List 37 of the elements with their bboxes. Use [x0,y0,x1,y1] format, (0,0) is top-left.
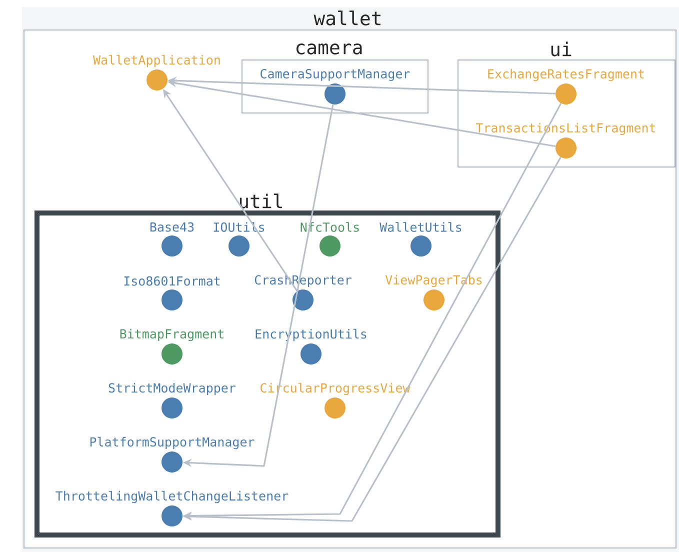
node-label: camera [296,44,362,54]
node-label: WalletApplication [93,54,220,68]
class-node: TransactionsListFragment [476,122,656,158]
node-label: ExchangeRatesFragment [488,68,644,82]
class-node: ThrottelingWalletChangeListener [56,490,288,526]
node-label: PlatformSupportManager [90,436,254,450]
class-node: WalletUtils [380,222,462,256]
class-node: ExchangeRatesFragment [488,68,644,104]
node-label: WalletUtils [380,222,462,232]
node-label: ViewPagerTabs [385,274,482,288]
class-node: WalletApplication [93,54,220,90]
node-label: util [240,194,282,208]
class-node: BitmapFragment [120,328,224,364]
node-label: ui [551,42,572,56]
node-label: CircularProgressView [260,382,410,396]
class-node: CrashReporter [254,274,352,310]
node-label: IOUtils [214,222,264,232]
node-label: EncryptionUtils [256,328,366,342]
node-label: BitmapFragment [120,328,224,342]
class-node: ViewPagerTabs [385,274,482,310]
node-label: CameraSupportManager [260,69,410,81]
class-node: StrictModeWrapper [108,382,236,418]
node-label: StrictModeWrapper [108,382,236,396]
class-node: NfcTools [300,222,359,256]
class-node: IOUtils [214,222,264,256]
node-label: Base43 [150,222,194,232]
node-label: CrashReporter [254,274,352,288]
node-label: NfcTools [300,222,359,232]
class-node: Base43 [150,222,194,256]
node-label: TransactionsListFragment [476,122,656,136]
node-label: Iso8601Format [124,276,220,286]
node-label: ThrottelingWalletChangeListener [56,490,288,504]
class-node: PlatformSupportManager [90,436,254,472]
class-node: EncryptionUtils [256,328,366,364]
class-node: CameraSupportManager [260,69,410,104]
class-node: CircularProgressView [260,382,410,418]
class-node: Iso8601Format [124,276,220,310]
